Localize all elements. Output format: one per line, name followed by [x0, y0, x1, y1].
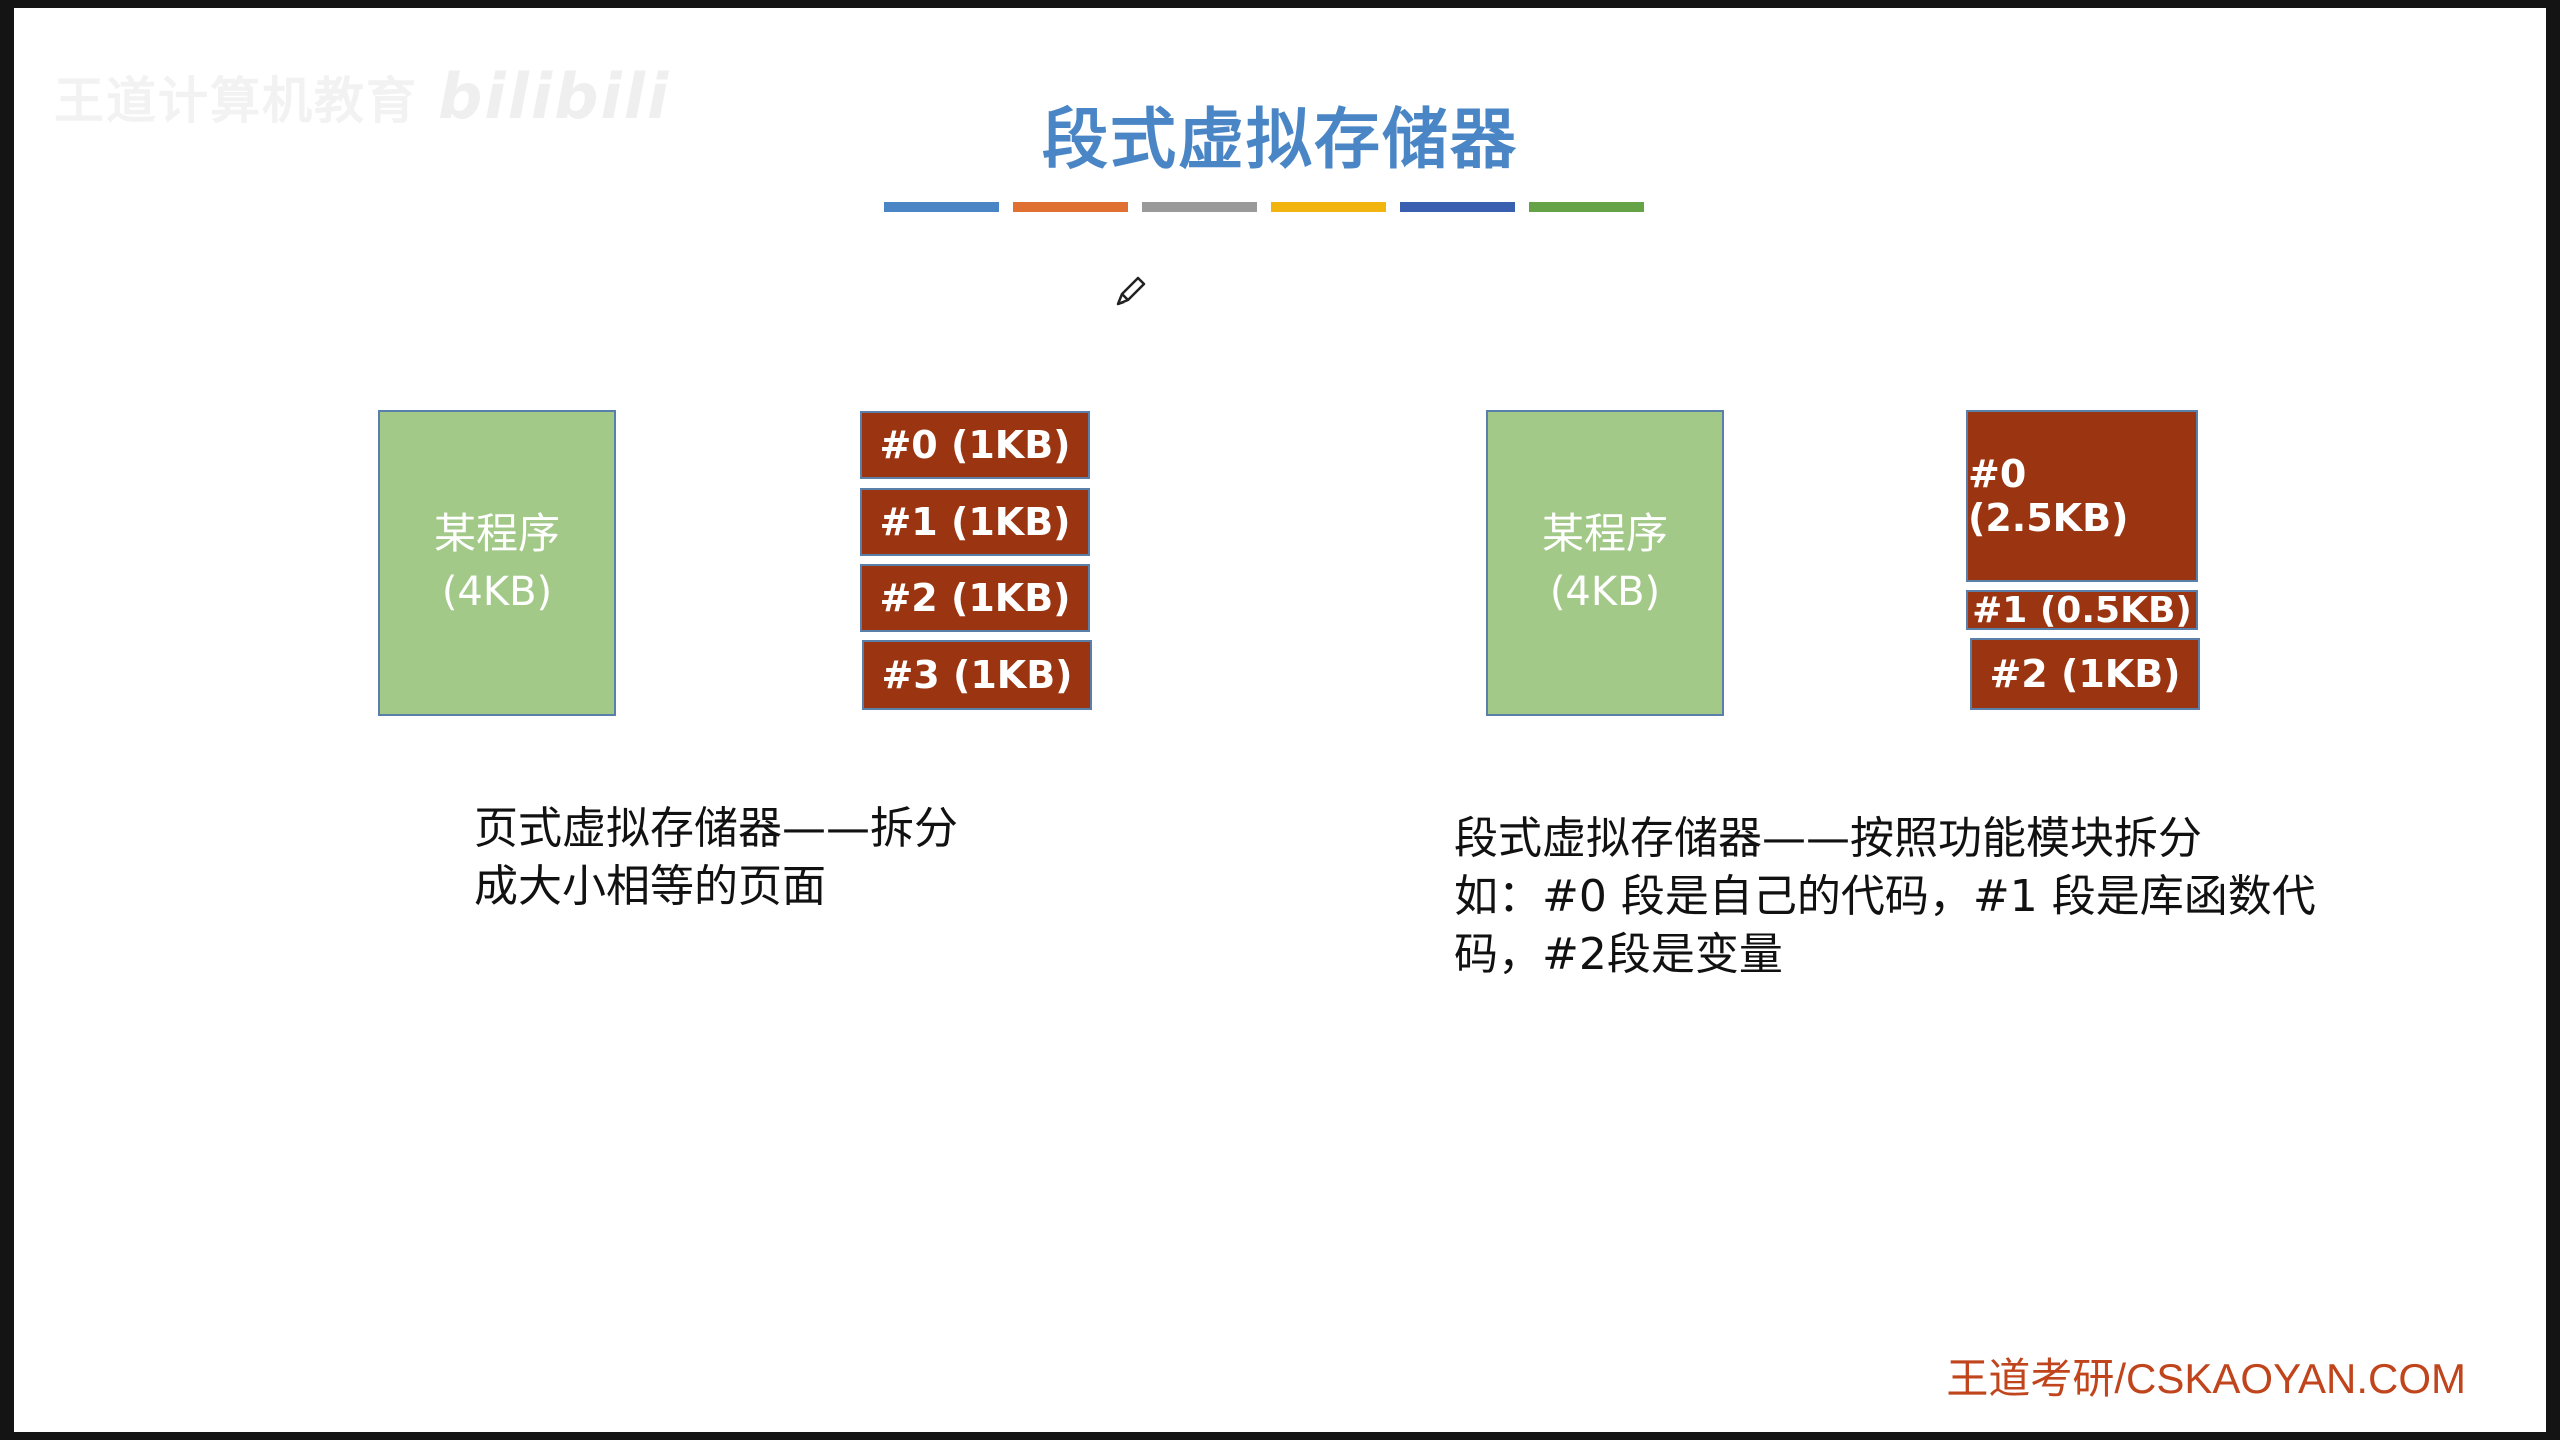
segmentation-description-line-2: 如：#0 段是自己的代码，#1 段是库函数代	[1454, 871, 2316, 922]
color-bar-4	[1271, 202, 1386, 212]
pencil-icon[interactable]	[1110, 272, 1150, 312]
program-label: 某程序	[1541, 509, 1668, 558]
right-program-box: 某程序 (4KB)	[1486, 410, 1724, 716]
page-block-0: #0 (1KB)	[860, 411, 1090, 479]
segment-block-2: #2 (1KB)	[1970, 638, 2200, 710]
program-size: (4KB)	[441, 569, 553, 615]
segment-block-1: #1 (0.5KB)	[1966, 590, 2198, 631]
paging-description: 页式虚拟存储器——拆分 成大小相等的页面	[474, 800, 958, 916]
color-bar-2	[1013, 202, 1128, 212]
segment-block-0: #0 (2.5KB)	[1966, 410, 2198, 582]
presentation-slide: 王道计算机教育 bilibili 段式虚拟存储器 某程序 (4KB) #0 (1K…	[14, 8, 2546, 1432]
paging-description-line-1: 页式虚拟存储器——拆分	[474, 803, 958, 854]
color-bar-5	[1400, 202, 1515, 212]
watermark-text: 王道计算机教育	[54, 72, 418, 130]
bilibili-logo: bilibili	[438, 60, 671, 133]
title-color-bars	[884, 202, 1644, 212]
slide-title: 段式虚拟存储器	[1042, 101, 1518, 178]
watermark: 王道计算机教育 bilibili	[54, 60, 670, 133]
page-block-1: #1 (1KB)	[860, 488, 1090, 556]
program-size: (4KB)	[1549, 569, 1661, 615]
program-label: 某程序	[433, 509, 560, 558]
left-program-box: 某程序 (4KB)	[378, 410, 616, 716]
color-bar-6	[1529, 202, 1644, 212]
color-bar-1	[884, 202, 999, 212]
segmentation-description-line-1: 段式虚拟存储器——按照功能模块拆分	[1454, 813, 2202, 864]
segmentation-description-line-3: 码，#2段是变量	[1454, 929, 1783, 980]
page-block-3: #3 (1KB)	[862, 640, 1092, 710]
paging-description-line-2: 成大小相等的页面	[474, 861, 826, 912]
color-bar-3	[1142, 202, 1257, 212]
footer-brand: 王道考研/CSKAOYAN.COM	[1946, 1355, 2466, 1402]
page-block-2: #2 (1KB)	[860, 564, 1090, 632]
segmentation-description: 段式虚拟存储器——按照功能模块拆分 如：#0 段是自己的代码，#1 段是库函数代…	[1454, 810, 2316, 984]
